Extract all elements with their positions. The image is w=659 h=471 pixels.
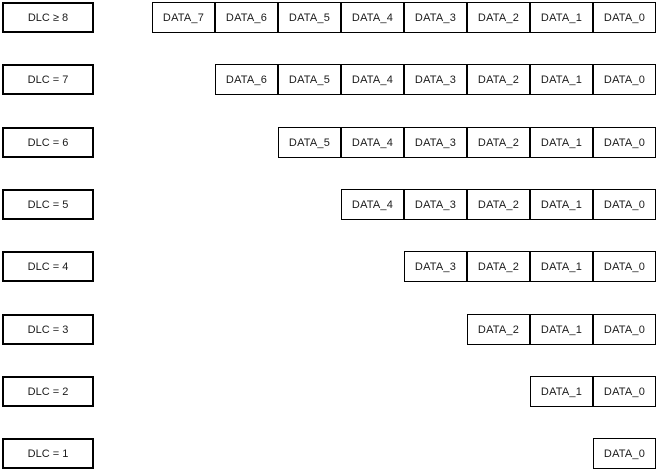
dlc-label: DLC = 2 xyxy=(27,385,69,398)
dlc-label: DLC = 7 xyxy=(27,73,69,86)
data-byte-box: DATA_1 xyxy=(530,64,593,95)
dlc-label-box: DLC ≥ 8 xyxy=(2,2,94,33)
data-byte-box: DATA_1 xyxy=(530,314,593,345)
data-byte-box: DATA_5 xyxy=(278,127,341,158)
data-byte-box: DATA_3 xyxy=(404,64,467,95)
data-byte-box: DATA_4 xyxy=(341,2,404,33)
data-byte-box: DATA_1 xyxy=(530,2,593,33)
dlc-label-box: DLC = 1 xyxy=(2,438,94,469)
data-byte-box: DATA_3 xyxy=(404,2,467,33)
dlc-label: DLC = 1 xyxy=(27,447,69,460)
dlc-label-box: DLC = 5 xyxy=(2,189,94,220)
data-bytes-row: DATA_0 xyxy=(593,438,656,469)
data-byte-box: DATA_2 xyxy=(467,127,530,158)
data-byte-box: DATA_0 xyxy=(593,438,656,469)
data-byte-box: DATA_6 xyxy=(215,2,278,33)
data-byte-box: DATA_0 xyxy=(593,376,656,407)
dlc-row: DLC = 1 DATA_0 xyxy=(0,438,659,469)
data-byte-box: DATA_2 xyxy=(467,251,530,282)
data-byte-box: DATA_6 xyxy=(215,64,278,95)
dlc-label-box: DLC = 2 xyxy=(2,376,94,407)
dlc-label: DLC = 3 xyxy=(27,323,69,336)
data-byte-box: DATA_2 xyxy=(467,314,530,345)
data-byte-box: DATA_4 xyxy=(341,64,404,95)
data-byte-box: DATA_1 xyxy=(530,189,593,220)
dlc-label: DLC = 4 xyxy=(27,260,69,273)
dlc-label-box: DLC = 7 xyxy=(2,64,94,95)
data-byte-box: DATA_4 xyxy=(341,189,404,220)
data-byte-box: DATA_1 xyxy=(530,127,593,158)
data-byte-box: DATA_3 xyxy=(404,189,467,220)
data-byte-box: DATA_2 xyxy=(467,189,530,220)
data-byte-box: DATA_4 xyxy=(341,127,404,158)
data-byte-box: DATA_2 xyxy=(467,2,530,33)
dlc-label: DLC = 6 xyxy=(27,136,69,149)
data-byte-box: DATA_7 xyxy=(152,2,215,33)
dlc-label-box: DLC = 4 xyxy=(2,251,94,282)
data-byte-box: DATA_0 xyxy=(593,189,656,220)
data-byte-box: DATA_0 xyxy=(593,2,656,33)
data-byte-box: DATA_0 xyxy=(593,127,656,158)
data-byte-box: DATA_3 xyxy=(404,127,467,158)
data-byte-box: DATA_3 xyxy=(404,251,467,282)
data-byte-box: DATA_0 xyxy=(593,64,656,95)
data-byte-box: DATA_2 xyxy=(467,64,530,95)
data-byte-box: DATA_5 xyxy=(278,2,341,33)
data-byte-box: DATA_1 xyxy=(530,251,593,282)
data-byte-box: DATA_0 xyxy=(593,314,656,345)
data-byte-box: DATA_1 xyxy=(530,376,593,407)
dlc-label: DLC = 5 xyxy=(27,198,69,211)
dlc-label-box: DLC = 3 xyxy=(2,314,94,345)
data-byte-box: DATA_5 xyxy=(278,64,341,95)
data-byte-box: DATA_0 xyxy=(593,251,656,282)
dlc-label-box: DLC = 6 xyxy=(2,127,94,158)
dlc-label: DLC ≥ 8 xyxy=(27,11,69,24)
